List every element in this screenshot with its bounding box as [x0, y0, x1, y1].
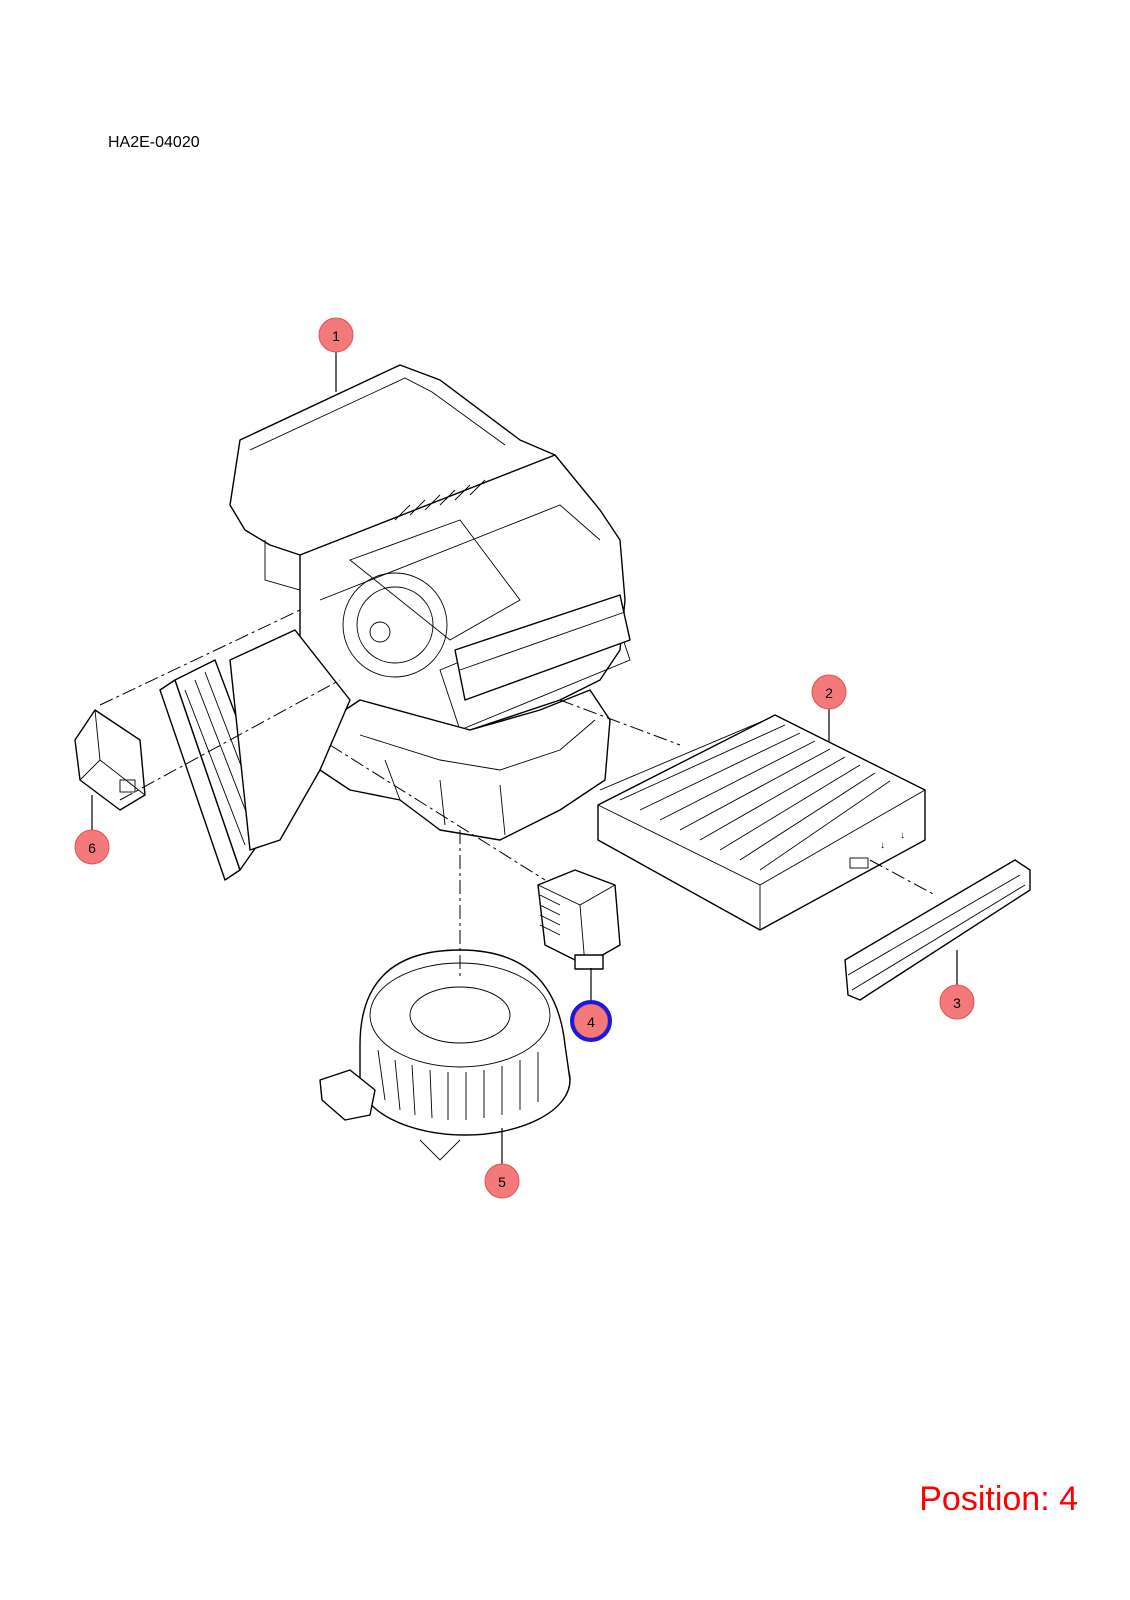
leader-lines: [91, 350, 958, 1165]
callout-3-label: 3: [953, 995, 961, 1011]
position-label: Position: 4: [919, 1480, 1078, 1518]
assembly-lines: [99, 609, 936, 980]
cabin-filter-drawing: ↓ ↓: [597, 714, 926, 931]
callout-2-label: 2: [825, 685, 833, 701]
actuator-drawing: [74, 709, 146, 811]
blower-resistor-drawing: [537, 869, 621, 970]
callout-3[interactable]: 3: [939, 984, 975, 1020]
callout-4-label: 4: [587, 1014, 595, 1030]
callout-1[interactable]: 1: [318, 317, 354, 353]
callout-4[interactable]: 4: [570, 1000, 612, 1042]
svg-text:↓: ↓: [900, 830, 905, 841]
blower-motor-drawing: [319, 949, 571, 1161]
callout-5-label: 5: [498, 1174, 506, 1190]
callout-6-label: 6: [88, 840, 96, 856]
svg-text:↓: ↓: [880, 840, 885, 851]
callout-5[interactable]: 5: [484, 1163, 520, 1199]
callout-2[interactable]: 2: [811, 674, 847, 710]
diagram-code: HA2E-04020: [108, 134, 200, 151]
callout-4-highlight-ring: [570, 1000, 612, 1042]
callout-1-label: 1: [332, 328, 340, 344]
blower-housing-drawing: [159, 364, 631, 881]
callout-6[interactable]: 6: [74, 829, 110, 865]
filter-cover-drawing: [844, 859, 1031, 1001]
